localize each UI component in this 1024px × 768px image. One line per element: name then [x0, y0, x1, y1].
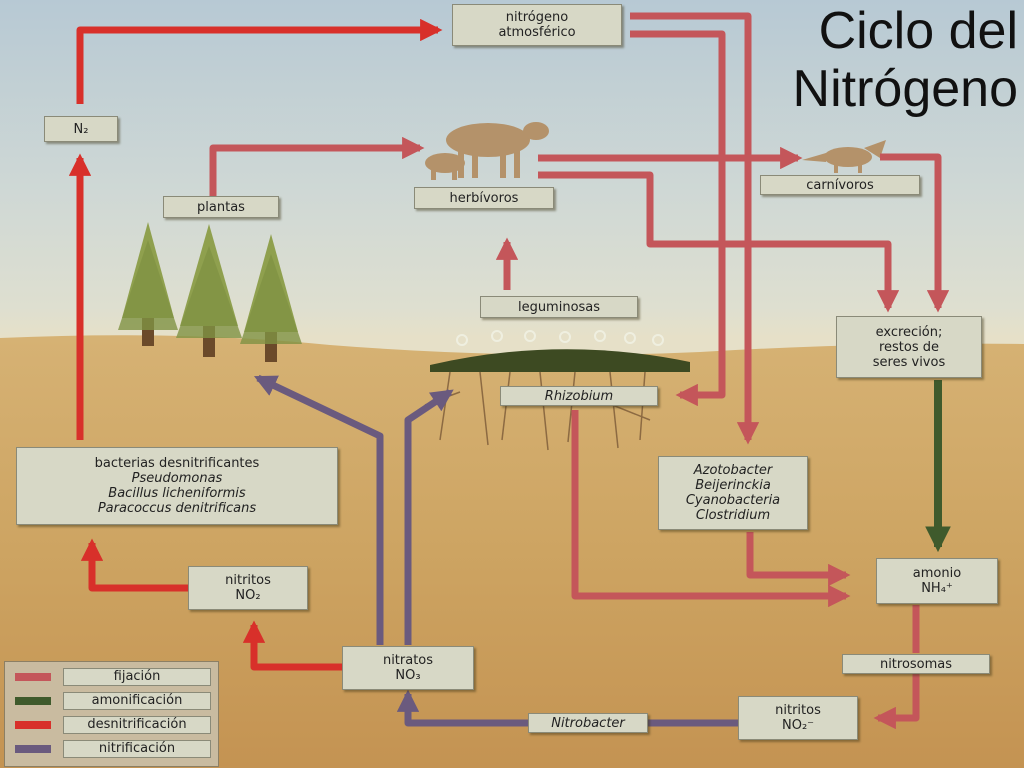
node-nitritos-no2-left: nitritos NO₂ — [188, 566, 308, 610]
node-excrecion: excreción; restos de seres vivos — [836, 316, 982, 378]
node-herbivoros: herbívoros — [414, 187, 554, 209]
legend-swatch-fijacion — [15, 673, 51, 681]
arrow-atmosferico-to-rhizobium — [630, 12, 752, 395]
legend-label-fijacion: fijación — [63, 668, 211, 686]
arrow-nitratos-to-nitritos — [242, 620, 342, 671]
arrow-rhizobium-to-amonio — [571, 410, 851, 608]
legume-plants — [424, 330, 690, 451]
legend-label-desnitrificacion: desnitrificación — [63, 716, 211, 734]
legend-item-amonificacion: amonificación — [11, 692, 213, 710]
legend-item-fijacion: fijación — [11, 668, 213, 686]
node-nitritos-no2-right: nitritos NO₂⁻ — [738, 696, 858, 740]
legend-label-amonificacion: amonificación — [63, 692, 211, 710]
arrow-plantas-to-herbivoros — [209, 136, 425, 205]
legend-label-nitrificacion: nitrificación — [63, 740, 211, 758]
node-bacterias-desnitrificantes: bacterias desnitrificantes Pseudomonas B… — [16, 447, 338, 525]
carnivore-animal — [802, 140, 886, 173]
node-plantas: plantas — [163, 196, 279, 218]
node-rhizobium: Rhizobium — [500, 386, 658, 406]
arrow-carnivoros-to-excrecion — [880, 153, 950, 313]
arrow-nitritos-to-bacterias — [80, 538, 188, 592]
legend: fijación amonificación desnitrificación … — [4, 661, 219, 767]
node-n2: N₂ — [44, 116, 118, 142]
node-fijadores: Azotobacter Beijerinckia Cyanobacteria C… — [658, 456, 808, 530]
node-nitrosomas: nitrosomas — [842, 654, 990, 674]
legend-item-nitrificacion: nitrificación — [11, 740, 213, 758]
node-nitrogeno-atmosferico: nitrógeno atmosférico — [452, 4, 622, 46]
node-nitrobacter: Nitrobacter — [528, 713, 648, 733]
node-nitratos: nitratos NO₃ — [342, 646, 474, 690]
legend-swatch-nitrificacion — [15, 745, 51, 753]
arrow-nitrosomas-to-nitritos — [873, 673, 920, 730]
herbivore-animals — [425, 122, 549, 180]
node-carnivoros: carnívoros — [760, 175, 920, 195]
node-leguminosas: leguminosas — [480, 296, 638, 318]
arrow-n2-to-atmosferico — [76, 18, 443, 104]
arrow-herbivoros-to-excrecion — [538, 171, 900, 313]
legend-item-desnitrificacion: desnitrificación — [11, 716, 213, 734]
arrow-nitratos-to-plantas — [253, 374, 384, 645]
arrow-nitratos-to-leguminosas — [404, 389, 454, 645]
diagram-title: Ciclo del Nitrógeno — [792, 2, 1018, 118]
legend-swatch-amonificacion — [15, 697, 51, 705]
trees-group — [118, 222, 302, 362]
arrow-fijadores-to-amonio — [746, 532, 851, 587]
legend-swatch-desnitrificacion — [15, 721, 51, 729]
node-amonio: amonio NH₄⁺ — [876, 558, 998, 604]
